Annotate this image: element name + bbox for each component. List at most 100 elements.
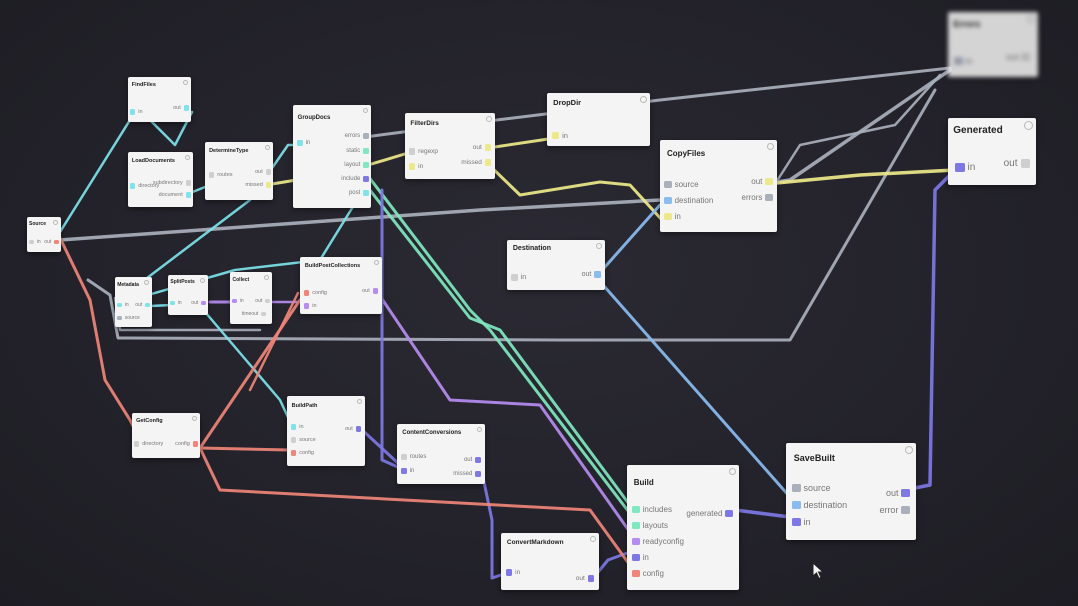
input-port-in[interactable]: in [297, 140, 310, 146]
gear-icon[interactable] [357, 399, 362, 404]
input-port-in2[interactable]: in [304, 303, 317, 309]
port-connector-icon[interactable] [363, 148, 369, 154]
port-connector-icon[interactable] [484, 159, 491, 166]
gear-icon[interactable] [486, 116, 492, 122]
gear-icon[interactable] [904, 446, 913, 455]
output-port-out[interactable]: out [173, 105, 189, 111]
wire-destination-copyfiles[interactable] [594, 203, 662, 279]
output-port-out[interactable]: out [362, 288, 378, 294]
port-connector-icon[interactable] [130, 183, 136, 189]
output-port-out1[interactable]: out [255, 169, 271, 175]
port-connector-icon[interactable] [29, 239, 34, 245]
input-port-in1[interactable]: in [117, 302, 129, 308]
port-connector-icon[interactable] [632, 521, 640, 530]
output-port-out[interactable]: out [191, 300, 206, 306]
input-port-in[interactable]: directory [134, 441, 163, 447]
input-port-in[interactable]: routes [209, 172, 233, 178]
port-connector-icon[interactable] [475, 471, 481, 477]
port-connector-icon[interactable] [792, 500, 801, 510]
output-port-out2[interactable]: missed [453, 471, 481, 477]
input-port-in4[interactable]: in [632, 553, 649, 562]
input-port-in3[interactable]: readyconfig [632, 537, 684, 546]
gear-icon[interactable] [590, 536, 596, 542]
port-connector-icon[interactable] [792, 517, 801, 527]
port-connector-icon[interactable] [409, 148, 416, 155]
input-port-in[interactable]: in [170, 300, 182, 306]
gear-icon[interactable] [265, 145, 270, 150]
output-port-out[interactable]: out [345, 426, 361, 432]
input-port-in[interactable]: in [511, 274, 526, 281]
port-connector-icon[interactable] [145, 302, 150, 308]
wire-splitposts-to-buildpath[interactable] [198, 304, 295, 430]
gear-icon[interactable] [185, 155, 190, 160]
port-connector-icon[interactable] [363, 176, 369, 182]
output-port-out2[interactable]: timeout [242, 311, 266, 317]
output-port-out1[interactable]: errors [345, 133, 369, 139]
output-port-out2[interactable]: missed [461, 159, 491, 166]
output-port-out[interactable]: out [576, 575, 594, 582]
wire-groupdocs-indigo[interactable] [380, 188, 402, 470]
gear-icon[interactable] [144, 280, 149, 285]
port-connector-icon[interactable] [185, 192, 191, 198]
port-connector-icon[interactable] [304, 303, 310, 309]
port-connector-icon[interactable] [363, 133, 369, 139]
wire-source-to-findfiles[interactable] [53, 110, 137, 242]
output-port-out4[interactable]: include [341, 176, 369, 182]
port-connector-icon[interactable] [209, 172, 215, 178]
port-connector-icon[interactable] [304, 290, 310, 296]
port-connector-icon[interactable] [117, 302, 122, 308]
gear-icon[interactable] [728, 468, 736, 476]
wire-source-to-errors[interactable] [58, 68, 952, 242]
port-connector-icon[interactable] [134, 441, 140, 447]
output-port-out[interactable]: out [135, 302, 150, 308]
port-connector-icon[interactable] [1021, 52, 1030, 62]
output-port-out[interactable]: generated [686, 509, 733, 518]
wire-bpc-build[interactable] [374, 288, 634, 537]
output-port-out2[interactable]: errors [742, 193, 773, 202]
output-port-out1[interactable]: subdirectory [153, 180, 191, 186]
output-port-out1[interactable]: out [473, 144, 491, 151]
output-port-out5[interactable]: post [349, 190, 369, 196]
port-connector-icon[interactable] [291, 424, 297, 430]
port-connector-icon[interactable] [363, 190, 369, 196]
port-connector-icon[interactable] [355, 426, 361, 432]
input-port-in3[interactable]: in [664, 212, 681, 221]
gear-icon[interactable] [183, 80, 188, 85]
port-connector-icon[interactable] [232, 298, 237, 304]
output-port-out2[interactable]: error [879, 505, 910, 515]
port-connector-icon[interactable] [552, 131, 560, 140]
input-port-in[interactable]: in [506, 569, 520, 576]
wire-groupdocs-build-a[interactable] [360, 166, 637, 522]
input-port-in2[interactable]: destination [792, 500, 847, 510]
wire-getconfig-bpc-2[interactable] [248, 291, 300, 392]
output-port-out1[interactable]: out [886, 488, 910, 498]
output-port-out2[interactable]: static [346, 148, 369, 154]
output-port-out2[interactable]: missed [245, 182, 271, 188]
port-connector-icon[interactable] [901, 488, 910, 498]
input-port-in1[interactable]: in [291, 424, 304, 430]
port-connector-icon[interactable] [265, 298, 270, 304]
port-connector-icon[interactable] [664, 180, 672, 189]
port-connector-icon[interactable] [594, 271, 601, 278]
gear-icon[interactable] [1026, 15, 1035, 24]
output-port-out1[interactable]: out [255, 298, 270, 304]
port-connector-icon[interactable] [401, 454, 407, 460]
port-connector-icon[interactable] [765, 177, 773, 186]
port-connector-icon[interactable] [372, 288, 378, 294]
input-port-in5[interactable]: config [632, 569, 664, 578]
port-connector-icon[interactable] [955, 162, 965, 173]
port-connector-icon[interactable] [265, 182, 271, 188]
